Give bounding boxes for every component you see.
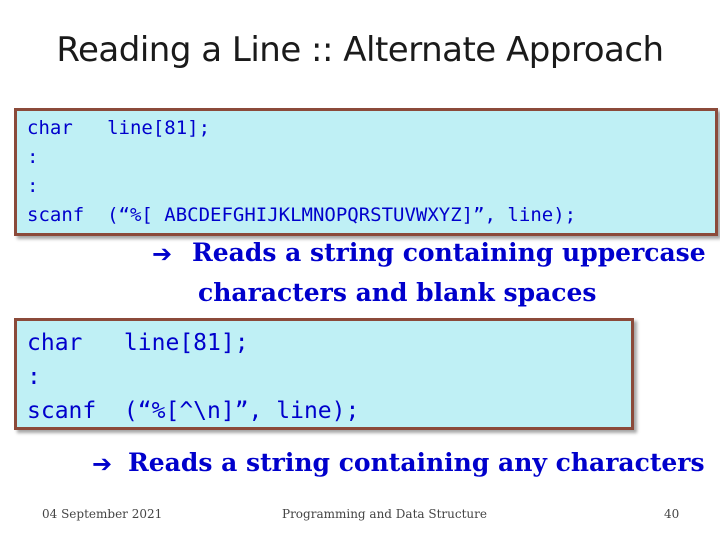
note-any-characters: Reads a string containing any characters	[128, 448, 705, 477]
code-block-uppercase: char line[81]; : : scanf (“%[ ABCDEFGHIJ…	[14, 108, 718, 236]
slide-title: Reading a Line :: Alternate Approach	[56, 30, 664, 70]
code-line: char line[81];	[27, 117, 211, 139]
code-block-any-characters: char line[81]; : scanf (“%[^\n]”, line);	[14, 318, 634, 430]
right-arrow-icon: ➔	[92, 450, 113, 478]
note-uppercase-line1: Reads a string containing uppercase	[192, 238, 706, 267]
footer-date: 04 September 2021	[42, 507, 163, 521]
right-arrow-icon: ➔	[152, 240, 173, 268]
code-line: scanf (“%[ ABCDEFGHIJKLMNOPQRSTUVWXYZ]”,…	[27, 204, 577, 226]
footer-page-number: 40	[664, 507, 680, 521]
code-line: :	[27, 175, 39, 197]
footer-course: Programming and Data Structure	[282, 507, 487, 521]
note-uppercase-line2: characters and blank spaces	[198, 278, 597, 307]
code-line: :	[27, 146, 39, 168]
code-line: :	[27, 364, 41, 390]
code-line: char line[81];	[27, 330, 249, 356]
code-line: scanf (“%[^\n]”, line);	[27, 398, 360, 424]
